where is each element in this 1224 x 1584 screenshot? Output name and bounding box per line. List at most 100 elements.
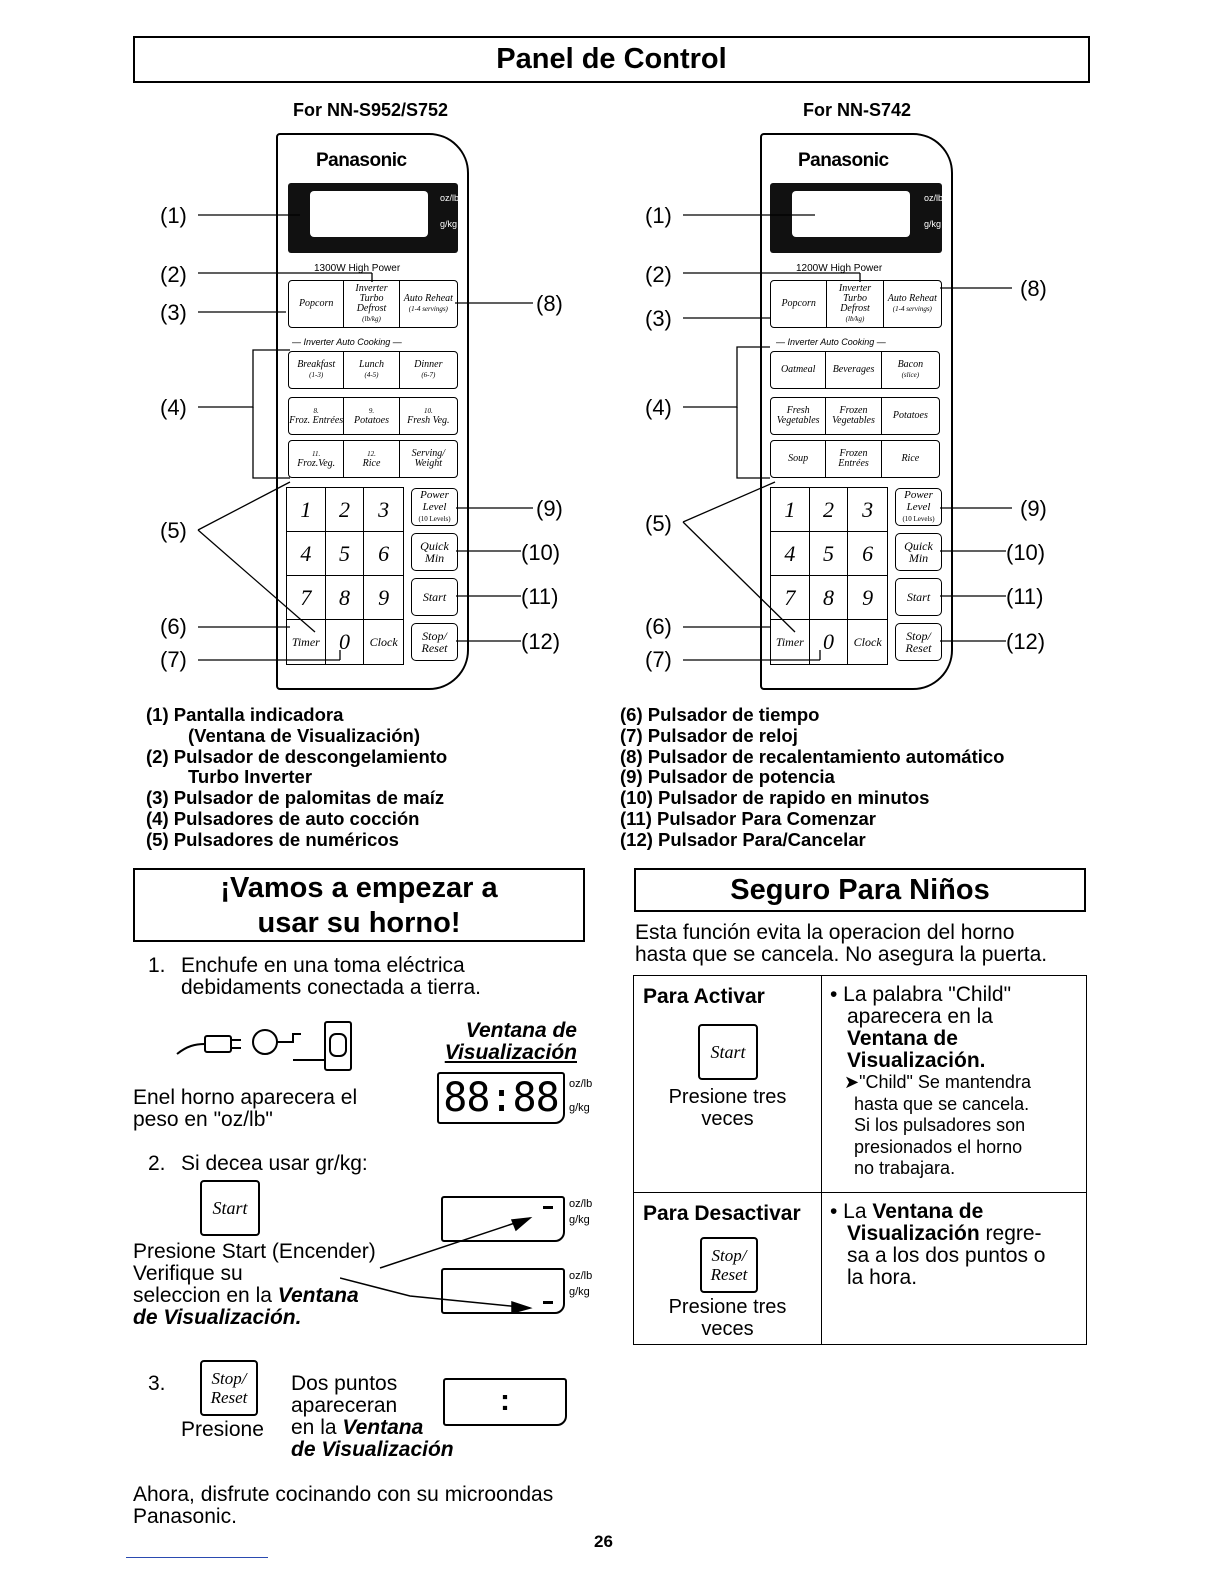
dos-puntos-text: Dos puntos apareceran en la Ventana de V…: [291, 1372, 454, 1461]
step2-text: Si decea usar gr/kg:: [181, 1152, 368, 1175]
auto-cooking-row: Breakfast(1-3)Lunch(4-5) Dinner(6-7): [288, 351, 458, 389]
auto-cook-key[interactable]: Rice: [901, 453, 920, 464]
legend-item: (11) Pulsador Para Comenzar: [620, 807, 877, 829]
key-6[interactable]: 6: [364, 532, 403, 576]
auto-cook-key[interactable]: Breakfast(1-3): [289, 352, 345, 388]
display-window: oz/lb g/kg: [770, 183, 943, 253]
clock-key[interactable]: Clock: [853, 634, 882, 649]
auto-cook-key[interactable]: Frozen Entrées: [826, 441, 882, 477]
key-5[interactable]: 5: [325, 532, 365, 576]
callout-lines: [197, 214, 1012, 661]
activar-description: • La palabra "Child" aparecera en la Ven…: [822, 976, 1086, 1180]
key-9[interactable]: 9: [848, 576, 887, 620]
legend-item: (5) Pulsadores de numéricos: [146, 828, 399, 850]
auto-cook-key[interactable]: Lunch(4-5): [344, 352, 400, 388]
legend-item: (8) Pulsador de recalentamiento automáti…: [620, 745, 1005, 767]
callout-7: (7): [645, 647, 672, 672]
legend-item: (4) Pulsadores de auto cocción: [146, 807, 420, 829]
auto-cook-key[interactable]: Frozen Vegetables: [826, 398, 882, 434]
seguro-title: Seguro Para Niños: [730, 874, 990, 906]
auto-cook-key[interactable]: Beverages: [826, 352, 882, 388]
auto-cook-key[interactable]: Soup: [771, 441, 827, 477]
stop-reset-key[interactable]: Stop/ Reset: [411, 623, 458, 661]
auto-cook-key[interactable]: 12.Rice: [344, 441, 400, 477]
key-5[interactable]: 5: [809, 532, 849, 576]
quick-min-key[interactable]: Quick Min: [411, 533, 458, 571]
start-button[interactable]: Start: [698, 1024, 758, 1080]
colon-digit: :: [500, 1384, 510, 1417]
start-key[interactable]: Start: [895, 578, 942, 616]
seguro-title-box: Seguro Para Niños: [634, 868, 1086, 912]
auto-cook-key[interactable]: Dinner(6-7): [414, 359, 443, 380]
auto-cook-key[interactable]: 9.Potatoes: [344, 398, 400, 434]
auto-cook-key[interactable]: Oatmeal: [771, 352, 827, 388]
vamos-title-line1: ¡Vamos a empezar a: [220, 872, 498, 904]
brand-logo: Panasonic: [798, 150, 889, 171]
callout-7: (7): [160, 647, 187, 672]
vamos-title-line2: usar su horno!: [257, 907, 461, 939]
stop-reset-button[interactable]: Stop/ Reset: [200, 1360, 258, 1416]
key-7[interactable]: 7: [771, 576, 810, 620]
power-level-key[interactable]: Power Level(10 Levels): [895, 488, 942, 526]
auto-cook-key[interactable]: Fresh Vegetables: [771, 398, 827, 434]
stop-reset-button[interactable]: Stop/ Reset: [700, 1237, 758, 1293]
legend-item: (7) Pulsador de reloj: [620, 724, 798, 746]
popcorn-key[interactable]: Popcorn: [289, 281, 345, 327]
display-oz: [441, 1196, 565, 1242]
auto-reheat-key[interactable]: Auto Reheat(1-4 servings): [403, 293, 453, 314]
key-0[interactable]: 0: [810, 620, 849, 664]
key-9[interactable]: 9: [364, 576, 403, 620]
brand-logo: Panasonic: [316, 150, 407, 171]
ahora-text: Ahora, disfrute cocinando con su microon…: [133, 1483, 554, 1528]
quick-min-key[interactable]: Quick Min: [895, 533, 942, 571]
timer-key[interactable]: Timer: [771, 620, 810, 664]
timer-key[interactable]: Timer: [287, 620, 326, 664]
callout-8: (8): [1020, 276, 1047, 301]
clock-key[interactable]: Clock: [369, 634, 398, 649]
key-4[interactable]: 4: [287, 532, 326, 576]
key-2[interactable]: 2: [809, 488, 849, 532]
key-1[interactable]: 1: [771, 488, 810, 532]
legend-item: Turbo Inverter: [188, 766, 313, 788]
callout-2: (2): [160, 262, 187, 287]
key-8[interactable]: 8: [325, 576, 365, 620]
turbo-defrost-key[interactable]: Inverter Turbo Defrost(lb/kg): [344, 281, 400, 327]
display-88-88: 88:88: [437, 1072, 565, 1124]
start-key[interactable]: Start: [411, 578, 458, 616]
callout-3: (3): [645, 306, 672, 331]
key-2[interactable]: 2: [325, 488, 365, 532]
auto-reheat-key[interactable]: Auto Reheat(1-4 servings): [887, 293, 937, 314]
start-button[interactable]: Start: [200, 1180, 260, 1236]
key-4[interactable]: 4: [771, 532, 810, 576]
auto-cook-key[interactable]: 11.Froz.Veg.: [289, 441, 345, 477]
callout-9: (9): [536, 496, 563, 521]
vamos-title-box: ¡Vamos a empezar a usar su horno!: [133, 868, 585, 942]
control-panel-right: Panasonic oz/lb g/kg 1200W High Power Po…: [760, 133, 953, 690]
key-1[interactable]: 1: [287, 488, 326, 532]
auto-cook-key[interactable]: Potatoes: [892, 410, 928, 421]
key-7[interactable]: 7: [287, 576, 326, 620]
turbo-defrost-key[interactable]: Inverter Turbo Defrost(lb/kg): [827, 281, 884, 327]
callout-1: (1): [160, 203, 187, 228]
para-desactivar: Para Desactivar: [643, 1202, 801, 1225]
auto-cook-key[interactable]: 10.Fresh Veg.: [407, 407, 450, 426]
auto-cook-key[interactable]: Bacon(slice): [897, 359, 924, 380]
auto-cooking-label: — Inverter Auto Cooking —: [292, 337, 402, 347]
auto-cook-key[interactable]: Serving/ Weight: [411, 448, 445, 469]
key-6[interactable]: 6: [848, 532, 887, 576]
right-model-label: For NN-S742: [803, 100, 912, 120]
key-3[interactable]: 3: [364, 488, 403, 532]
key-3[interactable]: 3: [848, 488, 887, 532]
popcorn-key[interactable]: Popcorn: [771, 281, 828, 327]
callout-10: (10): [521, 540, 561, 565]
key-0[interactable]: 0: [326, 620, 365, 664]
presione-label: Presione: [181, 1418, 264, 1441]
power-level-key[interactable]: Power Level(10 Levels): [411, 488, 458, 526]
auto-cook-key[interactable]: 8.Froz. Entrées: [289, 398, 345, 434]
page-number: 26: [594, 1532, 613, 1551]
key-8[interactable]: 8: [809, 576, 849, 620]
stop-reset-key[interactable]: Stop/ Reset: [895, 623, 942, 661]
